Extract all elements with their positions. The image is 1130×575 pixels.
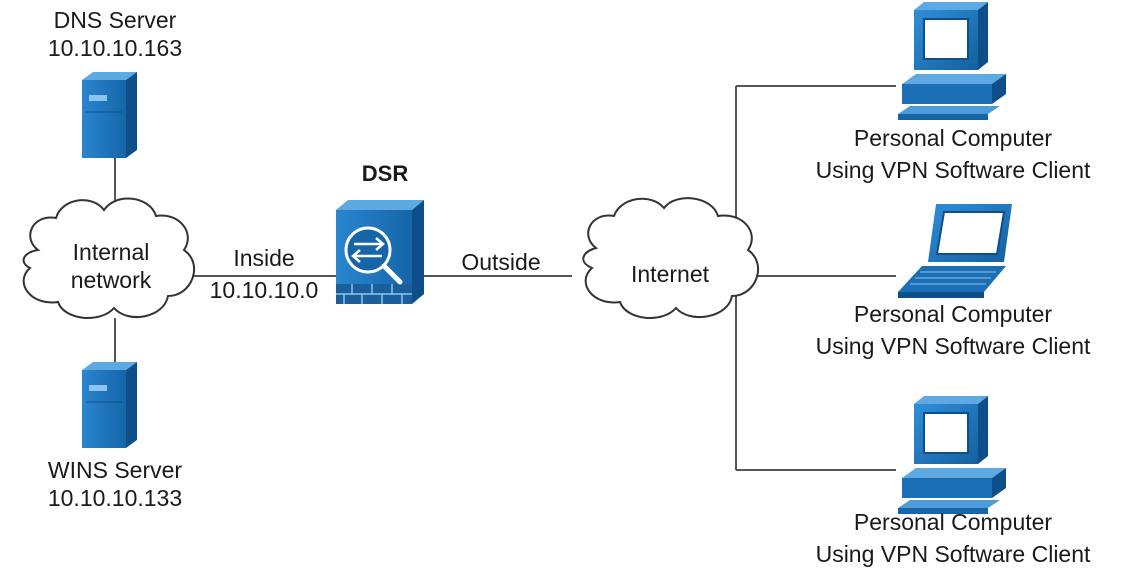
laptop-computer-icon	[898, 204, 1012, 298]
dsr-label: DSR	[361, 161, 409, 186]
internal-network-label: Internal network	[36, 238, 186, 294]
internal-network-cloud-icon	[22, 197, 195, 320]
inside-link-label: Inside 10.10.10.0	[196, 244, 332, 304]
internal-network-line2: network	[70, 267, 152, 293]
wins-server-name: WINS Server	[47, 457, 183, 483]
client-1-line1: Personal Computer	[853, 125, 1053, 151]
client-3-line1: Personal Computer	[853, 509, 1053, 535]
client-3-line2: Using VPN Software Client	[815, 541, 1091, 567]
inside-link-name: Inside	[233, 245, 295, 271]
desktop-computer-icon	[898, 396, 1006, 514]
client-1-line2: Using VPN Software Client	[815, 157, 1091, 183]
wins-server-icon	[82, 362, 137, 448]
client-3-label: Personal Computer Using VPN Software Cli…	[780, 508, 1126, 568]
client-1-label: Personal Computer Using VPN Software Cli…	[780, 124, 1126, 184]
client-2-line2: Using VPN Software Client	[815, 333, 1091, 359]
internet-label: Internet	[631, 261, 709, 287]
dns-server-name: DNS Server	[53, 7, 177, 33]
desktop-computer-icon	[898, 2, 1006, 120]
dns-server-icon	[82, 72, 137, 158]
internet-cloud-icon	[582, 197, 759, 320]
wins-server-label: WINS Server 10.10.10.133	[20, 456, 210, 512]
outside-link-label: Outside	[461, 249, 541, 275]
inside-link-subnet: 10.10.10.0	[209, 277, 319, 303]
dns-server-ip: 10.10.10.163	[47, 35, 183, 61]
dns-server-label: DNS Server 10.10.10.163	[20, 6, 210, 62]
client-2-label: Personal Computer Using VPN Software Cli…	[780, 300, 1126, 360]
wins-server-ip: 10.10.10.133	[47, 485, 183, 511]
internal-network-line1: Internal	[72, 239, 150, 265]
dsr-appliance-icon	[336, 200, 424, 304]
client-2-line1: Personal Computer	[853, 301, 1053, 327]
